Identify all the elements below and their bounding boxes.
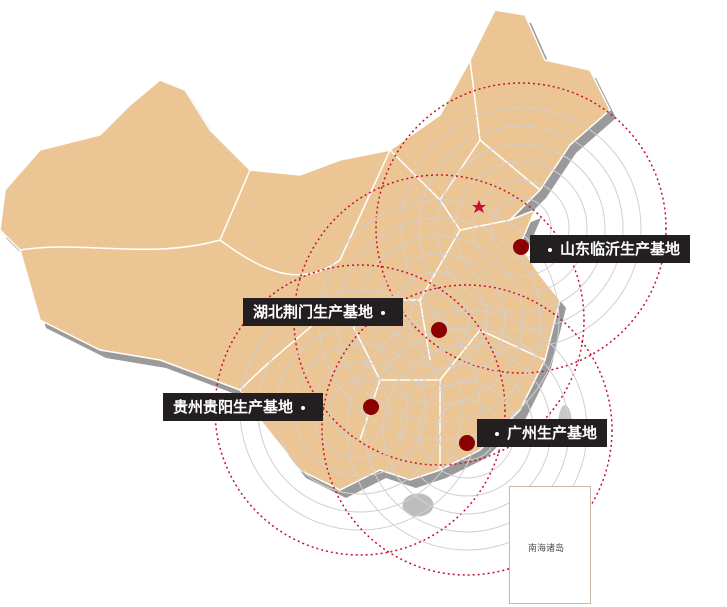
south-china-sea-inset: 南海诸岛 [509, 486, 591, 604]
inset-label: 南海诸岛 [528, 544, 565, 554]
guangzhou-marker[interactable] [459, 435, 475, 451]
hubei-marker[interactable] [431, 322, 447, 338]
bullet-icon [381, 310, 386, 315]
label-text: 贵州贵阳生产基地 [173, 398, 294, 416]
ring [418, 125, 624, 331]
guangzhou-base-label[interactable]: 广州生产基地 [477, 419, 608, 447]
guizhou-base-label[interactable]: 贵州贵阳生产基地 [163, 393, 324, 421]
ring [472, 179, 570, 277]
ring [454, 161, 588, 295]
ring [400, 107, 642, 349]
bullet-icon [548, 247, 552, 252]
bullet-icon [495, 431, 499, 436]
shandong-base-label[interactable]: 山东临沂生产基地 [530, 235, 691, 263]
coverage-boundary [321, 284, 613, 576]
shandong-marker[interactable] [513, 239, 529, 255]
label-text: 广州生产基地 [507, 424, 598, 442]
guizhou-marker[interactable] [363, 399, 379, 415]
coverage-boundary [375, 82, 667, 374]
ring [329, 379, 391, 441]
bullet-icon [301, 405, 306, 410]
ring [436, 143, 606, 313]
label-text: 湖北荆门生产基地 [253, 303, 374, 321]
label-text: 山东临沂生产基地 [560, 240, 681, 258]
star-icon [472, 200, 486, 213]
hubei-base-label[interactable]: 湖北荆门生产基地 [243, 298, 404, 326]
